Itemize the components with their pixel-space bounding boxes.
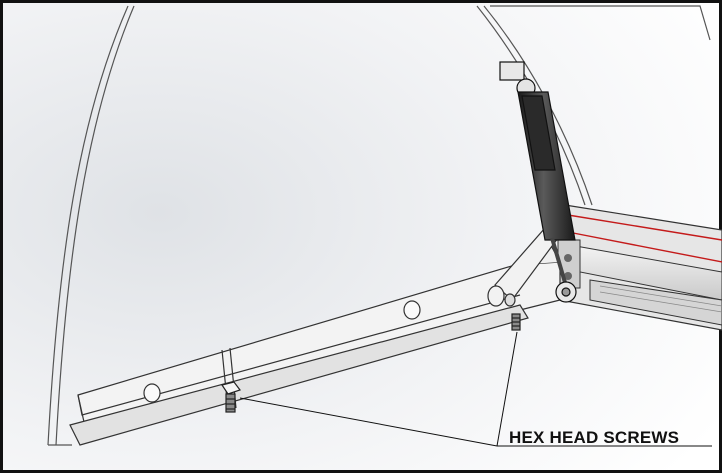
hex-head-screw-right [511,313,521,331]
bracket-bolts [143,300,421,403]
gas-strut [499,61,577,303]
callout-label-hex-head-screws: HEX HEAD SCREWS [509,428,680,447]
callout-leaders [239,331,712,447]
hinge-bracket [487,227,559,307]
hex-head-screw-left [221,381,241,413]
